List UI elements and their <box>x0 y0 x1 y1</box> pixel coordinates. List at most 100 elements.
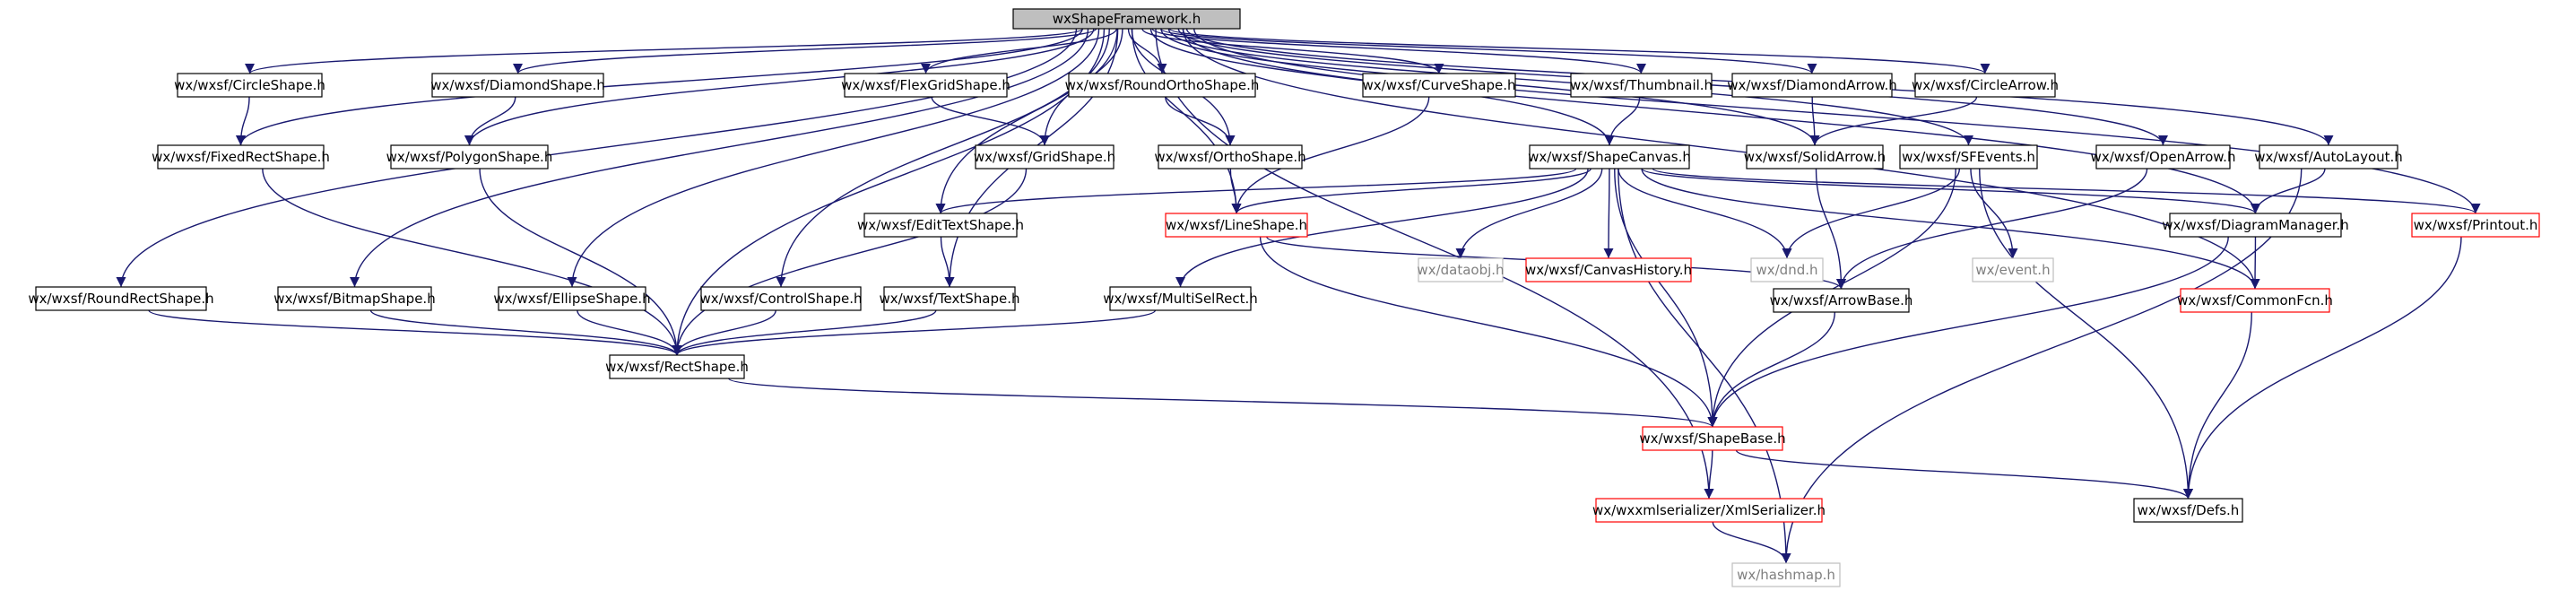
graph-node-arrowbase[interactable]: wx/wxsf/ArrowBase.h <box>1770 288 1913 313</box>
graph-node-shapebase[interactable]: wx/wxsf/ShapeBase.h <box>1639 426 1786 451</box>
graph-node-root[interactable]: wxShapeFramework.h <box>1012 8 1241 30</box>
graph-node-box <box>2411 213 2540 238</box>
graph-edge-shapecanvas-to-shapebase <box>1614 168 1718 428</box>
graph-edge-flexgridshape-to-gridshape <box>931 96 1050 146</box>
graph-node-box <box>1899 144 2038 169</box>
graph-node-label: wx/wxsf/RoundRectShape.h <box>28 291 213 307</box>
graph-node-box <box>1914 73 2056 98</box>
graph-node-sfevents[interactable]: wx/wxsf/SFEvents.h <box>1899 144 2038 169</box>
graph-edge-sfevents-to-defs <box>1979 168 2193 500</box>
graph-edge-thumbnail-to-shapecanvas <box>1604 96 1641 146</box>
graph-node-label: wx/wxsf/Printout.h <box>2414 217 2538 233</box>
graph-edge-curveshape-to-lineshape <box>1231 96 1430 214</box>
graph-node-dnd[interactable]: wx/dnd.h <box>1750 257 1824 282</box>
graph-node-gridshape[interactable]: wx/wxsf/GridShape.h <box>974 144 1115 169</box>
graph-node-label: wx/wxsf/OpenArrow.h <box>2091 149 2236 165</box>
graph-node-box <box>2133 498 2243 523</box>
graph-edge-orthoshape-to-lineshape <box>1229 168 1242 214</box>
graph-node-label: wx/wxsf/LineShape.h <box>1166 217 1307 233</box>
graph-node-curveshape[interactable]: wx/wxsf/CurveShape.h <box>1362 73 1516 98</box>
graph-node-thumbnail[interactable]: wx/wxsf/Thumbnail.h <box>1570 73 1713 98</box>
graph-node-box <box>35 286 207 311</box>
graph-node-box <box>1642 426 1783 451</box>
graph-node-event[interactable]: wx/event.h <box>1972 257 2054 282</box>
graph-node-rectshape[interactable]: wx/wxsf/RectShape.h <box>605 354 749 379</box>
graph-node-roundrectshape[interactable]: wx/wxsf/RoundRectShape.h <box>28 286 214 311</box>
graph-node-canvashistory[interactable]: wx/wxsf/CanvasHistory.h <box>1525 257 1692 282</box>
graph-node-label: wx/wxsf/SolidArrow.h <box>1744 149 1886 165</box>
graph-node-commonfcn[interactable]: wx/wxsf/CommonFcn.h <box>2177 288 2333 313</box>
graph-node-label: wx/wxsf/Thumbnail.h <box>1570 77 1713 93</box>
graph-edge-root-to-thumbnail <box>1151 28 1646 74</box>
graph-edge-openarrow-to-arrowbase <box>1836 168 2148 290</box>
graph-edge-root-to-roundrectshape <box>116 28 1078 288</box>
graph-node-box <box>700 286 862 311</box>
graph-node-label: wx/wxsf/GridShape.h <box>974 149 1115 165</box>
graph-node-bitmapshape[interactable]: wx/wxsf/BitmapShape.h <box>273 286 436 311</box>
graph-node-box <box>1418 257 1504 282</box>
graph-node-textshape[interactable]: wx/wxsf/TextShape.h <box>879 286 1020 311</box>
graph-edge-root-to-controlshape <box>776 28 1110 288</box>
graph-node-label: wx/dnd.h <box>1756 262 1817 278</box>
graph-node-shapecanvas[interactable]: wx/wxsf/ShapeCanvas.h <box>1528 144 1691 169</box>
graph-node-label: wx/wxsf/TextShape.h <box>879 291 1019 307</box>
graph-node-box <box>1525 257 1692 282</box>
graph-edge-root-to-printout <box>1193 28 2481 214</box>
graph-edge-root-to-lineshape <box>1131 28 1242 214</box>
graph-node-box <box>1165 213 1308 238</box>
graph-node-orthoshape[interactable]: wx/wxsf/OrthoShape.h <box>1154 144 1306 169</box>
graph-node-autolayout[interactable]: wx/wxsf/AutoLayout.h <box>2254 144 2403 169</box>
graph-edge-shapecanvas-to-hashmap <box>1618 168 1791 564</box>
graph-node-solidarrow[interactable]: wx/wxsf/SolidArrow.h <box>1744 144 1886 169</box>
graph-node-diamondshape[interactable]: wx/wxsf/DiamondShape.h <box>430 73 605 98</box>
graph-node-box <box>1529 144 1690 169</box>
graph-node-fixedrectshape[interactable]: wx/wxsf/FixedRectShape.h <box>152 144 330 169</box>
graph-edge-fixedrectshape-to-rectshape <box>262 168 682 356</box>
graph-edge-bitmapshape-to-rectshape <box>369 309 682 356</box>
graph-node-box <box>1731 73 1893 98</box>
graph-node-box <box>2169 213 2342 238</box>
graph-node-roundorthoshape[interactable]: wx/wxsf/RoundOrthoShape.h <box>1065 73 1260 98</box>
graph-node-label: wx/wxsf/MultiSelRect.h <box>1103 291 1257 307</box>
graph-node-circlearrow[interactable]: wx/wxsf/CircleArrow.h <box>1912 73 2059 98</box>
graph-node-controlshape[interactable]: wx/wxsf/ControlShape.h <box>700 286 863 311</box>
graph-node-defs[interactable]: wx/wxsf/Defs.h <box>2133 498 2243 523</box>
graph-node-label: wx/event.h <box>1975 262 2050 278</box>
graph-node-hashmap[interactable]: wx/hashmap.h <box>1731 562 1841 587</box>
graph-node-flexgridshape[interactable]: wx/wxsf/FlexGridShape.h <box>841 73 1010 98</box>
graph-node-polygonshape[interactable]: wx/wxsf/PolygonShape.h <box>386 144 553 169</box>
graph-edge-textshape-to-rectshape <box>672 309 937 356</box>
graph-node-multiselrect[interactable]: wx/wxsf/MultiSelRect.h <box>1103 286 1258 311</box>
graph-edge-edittextshape-to-textshape <box>940 236 955 288</box>
graph-node-circleshape[interactable]: wx/wxsf/CircleShape.h <box>174 73 325 98</box>
graph-node-label: wx/dataobj.h <box>1417 262 1504 278</box>
graph-node-label: wx/wxsf/ControlShape.h <box>700 291 863 307</box>
graph-edge-shapecanvas-to-lineshape <box>1231 168 1592 214</box>
graph-node-label: wx/wxsf/EllipseShape.h <box>493 291 650 307</box>
graph-node-label: wx/wxsf/AutoLayout.h <box>2254 149 2403 165</box>
graph-node-diamondarrow[interactable]: wx/wxsf/DiamondArrow.h <box>1727 73 1897 98</box>
graph-edge-root-to-ellipseshape <box>567 28 1100 288</box>
graph-node-box <box>2180 288 2330 313</box>
graph-node-dataobj[interactable]: wx/dataobj.h <box>1417 257 1505 282</box>
graph-edge-root-to-diamondshape <box>513 28 1097 74</box>
graph-node-label: wx/wxsf/FlexGridShape.h <box>841 77 1010 93</box>
graph-edge-shapecanvas-to-edittextshape <box>935 168 1577 214</box>
graph-node-openarrow[interactable]: wx/wxsf/OpenArrow.h <box>2091 144 2236 169</box>
graph-node-label: wx/wxsf/ArrowBase.h <box>1770 292 1913 309</box>
graph-node-xmlserializer[interactable]: wx/wxxmlserializer/XmlSerializer.h <box>1592 498 1826 523</box>
graph-node-diagrammanager[interactable]: wx/wxsf/DiagramManager.h <box>2162 213 2349 238</box>
graph-node-label: wx/wxsf/ShapeBase.h <box>1639 430 1785 447</box>
graph-node-label: wx/wxsf/ShapeCanvas.h <box>1528 149 1691 165</box>
graph-node-box <box>498 286 646 311</box>
graph-node-box <box>975 144 1115 169</box>
graph-node-edittextshape[interactable]: wx/wxsf/EditTextShape.h <box>857 213 1024 238</box>
graph-node-ellipseshape[interactable]: wx/wxsf/EllipseShape.h <box>493 286 651 311</box>
graph-node-printout[interactable]: wx/wxsf/Printout.h <box>2411 213 2540 238</box>
graph-edge-shapecanvas-to-commonfcn <box>1641 168 2260 290</box>
graph-node-label: wx/wxsf/RectShape.h <box>605 359 749 375</box>
graph-node-lineshape[interactable]: wx/wxsf/LineShape.h <box>1165 213 1308 238</box>
graph-node-box <box>1750 257 1824 282</box>
graph-edge-shapecanvas-to-dnd <box>1618 168 1792 259</box>
